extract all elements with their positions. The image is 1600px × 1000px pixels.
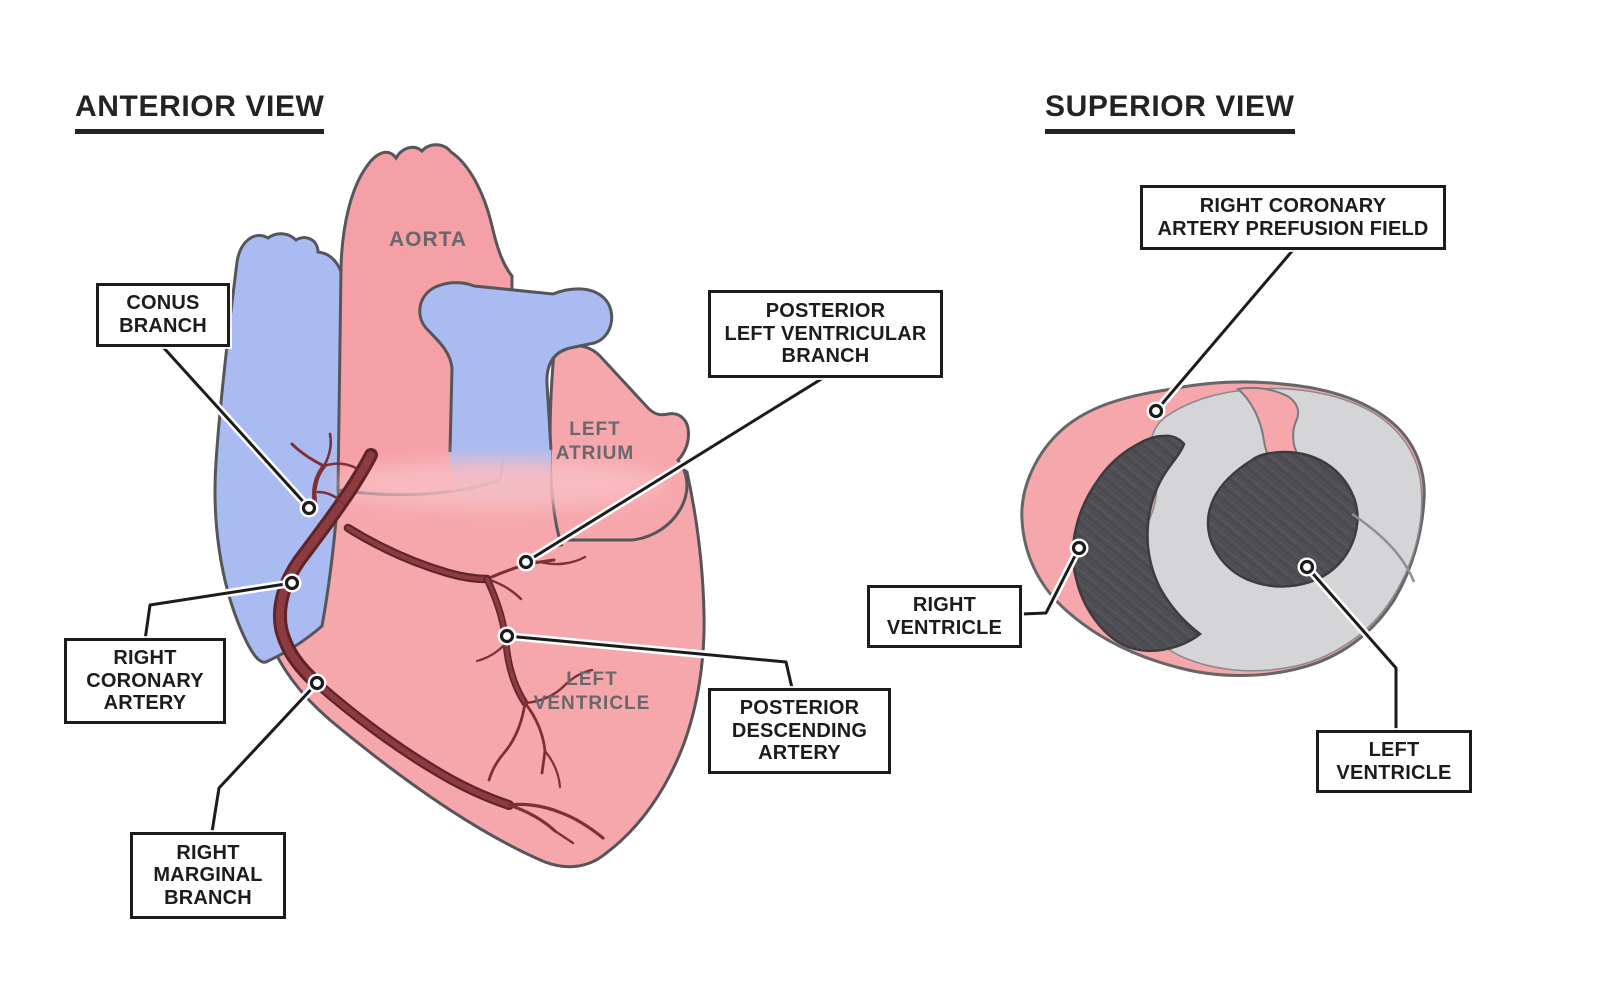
- conus-branch-twigs: [290, 432, 358, 511]
- artery-twig: [543, 749, 562, 789]
- callout-posterior-left-ventricular-branch: POSTERIOR LEFT VENTRICULAR BRANCH: [708, 290, 943, 378]
- leader-lines: [141, 246, 1400, 836]
- leader-line-conus-branch: [161, 345, 311, 510]
- right-ventricle-cavity: [1071, 434, 1203, 653]
- leader-line-right-marginal-branch: [210, 681, 319, 834]
- leader-dot-posterior-descending-artery: [499, 628, 515, 644]
- artery-twig: [322, 432, 333, 468]
- posterior-left-ventricular-branch-vessel-core: [345, 525, 490, 582]
- left-atrium-label: LEFT ATRIUM: [555, 419, 635, 464]
- callout-left-ventricle: LEFT VENTRICLE: [1316, 730, 1472, 793]
- superior-view-title: SUPERIOR VIEW: [1045, 90, 1295, 134]
- artery-twig: [316, 490, 346, 507]
- anterior-heart-illustration: [213, 143, 706, 869]
- leader-dot-rings: [284, 403, 1315, 691]
- pulmonary-trunk-shape: [419, 282, 612, 509]
- leader-dot-posterior-left-ventricular-branch: [518, 554, 534, 570]
- leader-line-posterior-descending-artery: [505, 634, 794, 690]
- leader-casing: [208, 679, 321, 836]
- left-ventricle-cavity: [1206, 450, 1359, 588]
- artery-twig: [290, 442, 326, 468]
- right-marginal-branch-twigs: [507, 802, 605, 845]
- leader-line-rca-prefusion-field: [1154, 248, 1295, 413]
- leader-dot-rca-prefusion-field: [1148, 403, 1164, 419]
- aorta-label: AORTA: [388, 228, 468, 251]
- anterior-view-title: ANTERIOR VIEW: [75, 90, 325, 134]
- leader-dots: [282, 401, 1317, 693]
- artery-twig: [475, 641, 508, 663]
- leader-line-left-ventricle: [1305, 565, 1398, 732]
- artery-twig: [523, 668, 594, 705]
- callout-right-coronary-artery-prefusion-field: RIGHT CORONARY ARTERY PREFUSION FIELD: [1140, 185, 1446, 250]
- leader-line-posterior-left-ventricular-branch: [524, 376, 825, 564]
- leader-line-right-coronary-artery: [143, 581, 294, 642]
- leader-dot-right-ventricle: [1071, 540, 1087, 556]
- artery-twig: [538, 555, 587, 566]
- left-ventricle-label: LEFT VENTRICLE: [533, 669, 651, 714]
- artery-twig: [507, 802, 605, 840]
- leader-dot-conus-branch: [301, 500, 317, 516]
- leader-line-right-ventricle: [1020, 546, 1081, 616]
- callout-right-marginal-branch: RIGHT MARGINAL BRANCH: [130, 832, 286, 919]
- artery-twig: [487, 701, 527, 782]
- callout-conus-branch: CONUS BRANCH: [96, 283, 230, 347]
- right-marginal-branch-vessel-core: [316, 682, 512, 808]
- superior-groove-line: [1351, 512, 1416, 583]
- leader-dot-right-coronary-artery: [284, 575, 300, 591]
- leader-dot-right-marginal-branch: [309, 675, 325, 691]
- callout-right-coronary-artery: RIGHT CORONARY ARTERY: [64, 638, 226, 724]
- artery-twig: [322, 462, 358, 470]
- heart-body-shape: [257, 450, 705, 867]
- posterior-descending-twigs: [475, 641, 594, 789]
- superior-heart-illustration: [1020, 380, 1426, 677]
- pulmonary-trunk-outline: [418, 281, 614, 453]
- superior-pink-rca-channel: [1235, 386, 1300, 469]
- artery-twig: [507, 803, 557, 833]
- callout-right-ventricle: RIGHT VENTRICLE: [867, 585, 1022, 648]
- artery-twig: [553, 829, 575, 845]
- callout-posterior-descending-artery: POSTERIOR DESCENDING ARTERY: [708, 688, 891, 774]
- leader-line-cores: [143, 248, 1398, 834]
- soft-blend-band: [335, 459, 665, 509]
- leader-dot-left-ventricle: [1299, 559, 1315, 575]
